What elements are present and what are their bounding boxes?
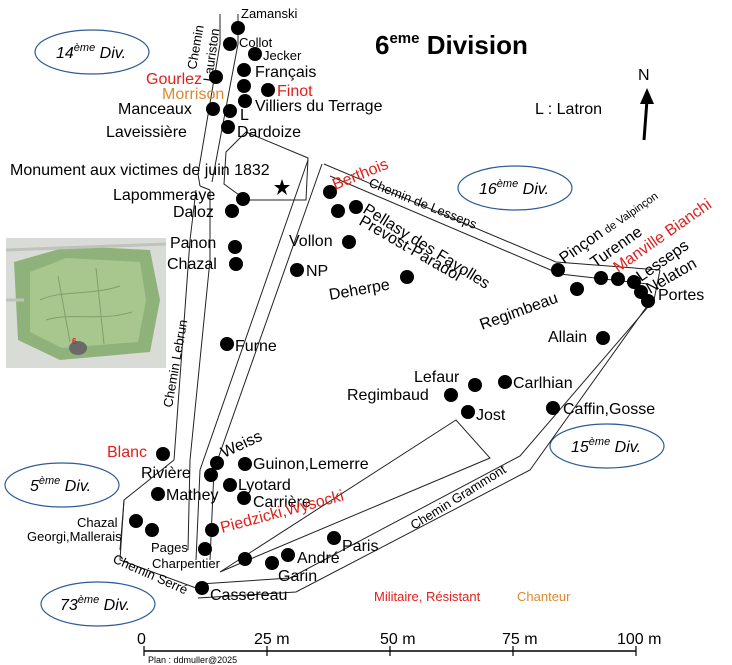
- grave-jost: Jost: [476, 407, 506, 424]
- grave-furne: Furne: [235, 338, 277, 355]
- road-chemin-grammont: Chemin Grammont: [408, 461, 509, 532]
- grave-pages: Pages: [151, 540, 188, 555]
- svg-text:6: 6: [72, 337, 77, 346]
- grave-morrison: Morrison: [162, 86, 224, 103]
- grave-manceaux: Manceaux: [118, 101, 192, 118]
- grave-carlhian: Carlhian: [513, 375, 573, 392]
- division-15-badge: 15ème Div.: [549, 423, 665, 469]
- scale-bar: 0 25 m 50 m 75 m 100 m Plan : ddmuller@2…: [137, 631, 661, 665]
- grave-vollon: Vollon: [289, 233, 333, 250]
- grave-mathey: Mathey: [166, 487, 218, 504]
- grave-finot: Finot: [277, 83, 313, 100]
- road-outlines: [119, 14, 661, 599]
- grave-markers: [129, 21, 655, 595]
- legend-singer: Chanteur: [517, 589, 571, 604]
- inset-location-map: 6: [5, 238, 167, 368]
- grave-jecker: Jecker: [263, 48, 302, 63]
- grave-chazal-top: Chazal: [167, 256, 217, 273]
- north-arrow-icon: N: [638, 67, 654, 141]
- svg-text:25 m: 25 m: [254, 631, 290, 648]
- grave-gourlez: Gourlez: [146, 71, 202, 88]
- grave-daloz: Daloz: [173, 204, 214, 221]
- svg-text:14ème Div.: 14ème Div.: [56, 42, 126, 62]
- svg-text:16ème Div.: 16ème Div.: [479, 178, 549, 198]
- svg-text:75 m: 75 m: [502, 631, 538, 648]
- road-chemin-lauriston-2: Lauriston: [200, 27, 222, 82]
- grave-lyotard: Lyotard: [238, 477, 291, 494]
- grave-l: L: [240, 107, 249, 124]
- division-5-badge: 5ème Div.: [4, 462, 120, 508]
- grave-allain: Allain: [548, 329, 587, 346]
- page-title: 6eme Division: [375, 30, 528, 60]
- grave-regimbeau: Regimbeau: [478, 290, 561, 334]
- grave-garin: Garin: [278, 568, 317, 585]
- grave-lefaur: Lefaur: [414, 369, 460, 386]
- svg-text:15ème Div.: 15ème Div.: [571, 436, 641, 456]
- division-73-badge: 73ème Div.: [40, 581, 156, 627]
- monument-label: Monument aux victimes de juin 1832: [10, 162, 270, 179]
- grave-deherpe: Deherpe: [328, 277, 391, 304]
- svg-text:100 m: 100 m: [617, 631, 661, 648]
- grave-cassereau: Cassereau: [210, 587, 287, 604]
- svg-text:73ème Div.: 73ème Div.: [60, 594, 130, 614]
- grave-andre: André: [297, 550, 340, 567]
- grave-portes: Portes: [658, 287, 704, 304]
- grave-np: NP: [306, 263, 328, 280]
- grave-carriere: Carrière: [253, 494, 311, 511]
- legend-military: Militaire, Résistant: [374, 589, 481, 604]
- grave-lapommeraye: Lapommeraye: [113, 187, 215, 204]
- svg-text:N: N: [638, 67, 650, 84]
- grave-chazal-bottom: Chazal: [77, 515, 118, 530]
- division-16-badge: 16ème Div.: [457, 165, 573, 211]
- grave-paris: Paris: [342, 538, 378, 555]
- monument-star-icon: [274, 179, 290, 195]
- svg-text:50 m: 50 m: [380, 631, 416, 648]
- grave-regimbaud: Regimbaud: [347, 387, 429, 404]
- svg-text:5ème Div.: 5ème Div.: [30, 475, 91, 495]
- grave-caffin-gosse: Caffin,Gosse: [563, 401, 655, 418]
- grave-francais: Français: [255, 64, 316, 81]
- grave-villiers: Villiers du Terrage: [255, 98, 383, 115]
- grave-charpentier: Charpentier: [152, 556, 221, 571]
- grave-laveissiere: Laveissière: [106, 124, 187, 141]
- grave-panon: Panon: [170, 235, 216, 252]
- grave-guinon-lemerre: Guinon,Lemerre: [253, 456, 369, 473]
- grave-collot: Collot: [239, 35, 273, 50]
- svg-text:Plan : ddmuller@2025: Plan : ddmuller@2025: [148, 655, 237, 665]
- grave-riviere: Rivière: [141, 465, 191, 482]
- svg-text:0: 0: [137, 631, 146, 648]
- grave-dardoize: Dardoize: [237, 124, 301, 141]
- division-14-badge: 14ème Div.: [34, 29, 150, 75]
- grave-zamanski: Zamanski: [241, 6, 297, 21]
- latron-note: L : Latron: [535, 101, 602, 118]
- grave-blanc: Blanc: [107, 444, 147, 461]
- grave-georgi-mallerais: Georgi,Mallerais: [27, 529, 122, 544]
